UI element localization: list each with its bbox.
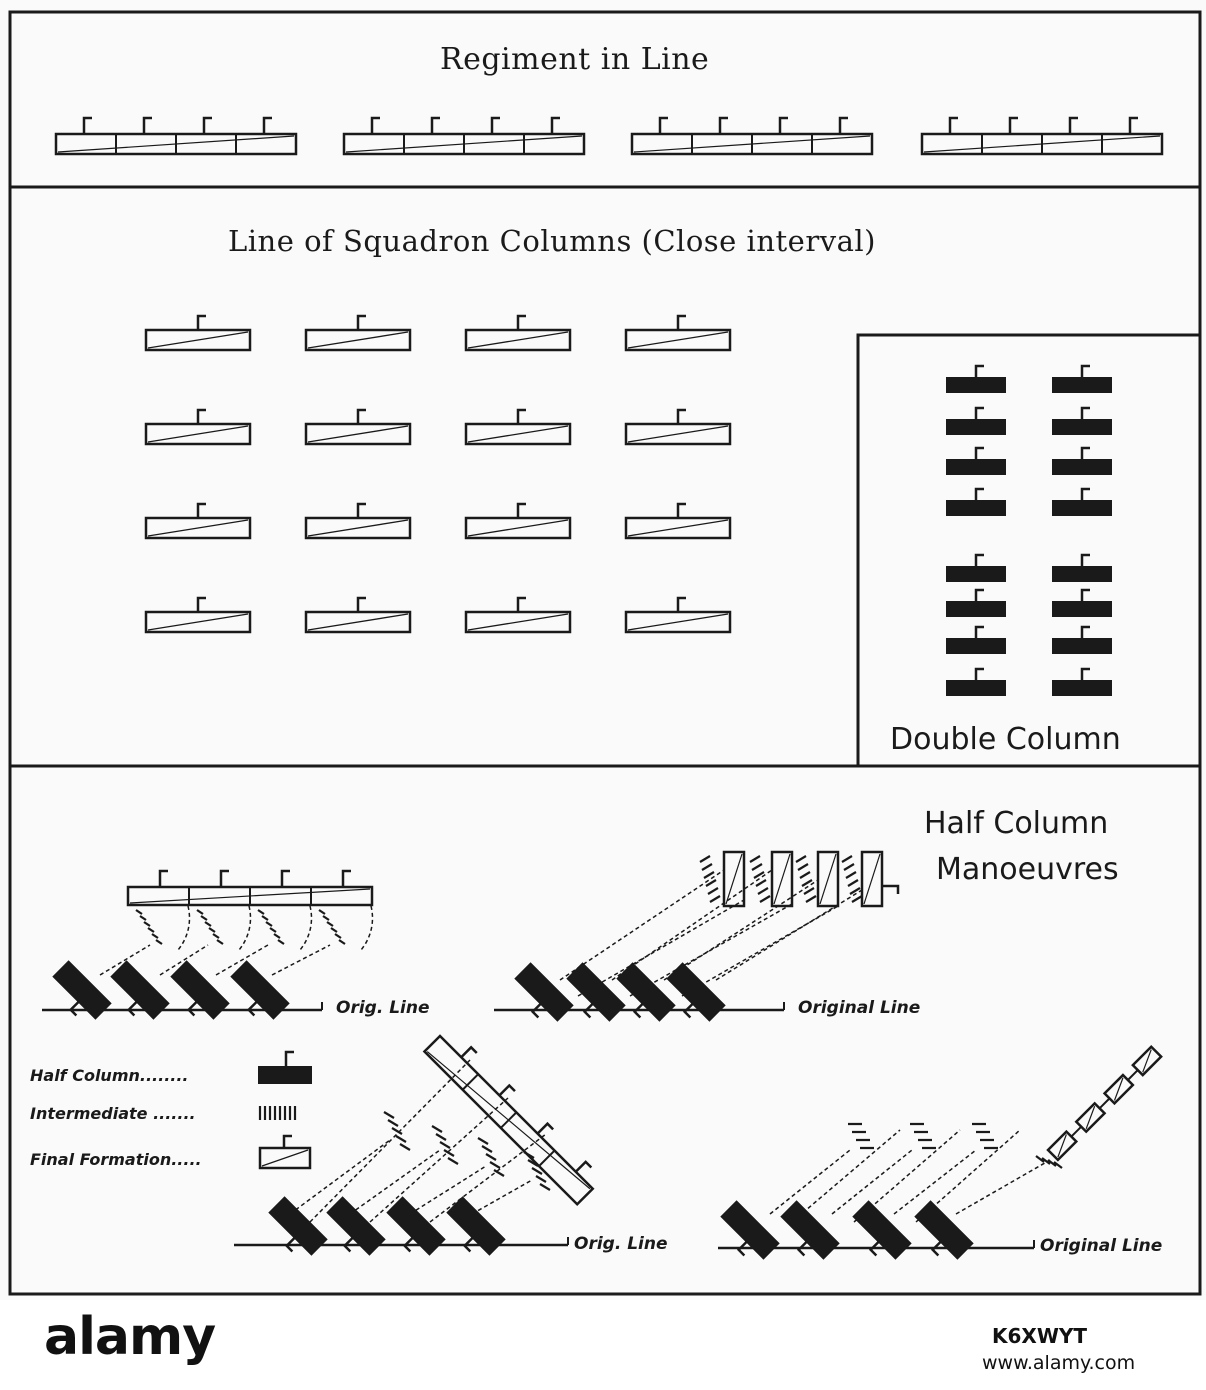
squadron-rect [464,408,572,446]
title-squadron-columns: Line of Squadron Columns (Close interval… [228,224,876,258]
squadron-rect [304,314,412,352]
manoeuvre-a [42,869,374,1029]
watermark-bar [0,1300,1206,1390]
squadron-rect [144,502,252,540]
panel-borders [8,10,1202,1296]
legend-intermediate-icon [258,1104,297,1122]
squadron-rect [144,314,252,352]
legend-final-formation-label: Final Formation..... [30,1150,202,1169]
squadron-rect [464,502,572,540]
squadron-rect [304,408,412,446]
regiment-in-line-formation [54,116,1164,156]
title-manoeuvres: Manoeuvres [936,852,1119,887]
squadron-rect [624,408,732,446]
squadron-rect [624,502,732,540]
squadron-rect [304,502,412,540]
double-column-formation [944,364,1114,698]
squadron-rect [144,596,252,634]
label-orig-line-b: Orig. Line [574,1234,668,1254]
cavalry-formations-diagram [8,10,1202,1296]
title-half-column: Half Column [924,806,1109,841]
image-code: K6XWYT [992,1324,1088,1348]
regiment-squadron-3 [630,116,874,156]
title-double-column: Double Column [890,722,1121,757]
legend [258,1050,312,1170]
squadron-rect [464,314,572,352]
regiment-squadron-2 [342,116,586,156]
legend-half-column-icon [258,1066,312,1084]
title-regiment-in-line: Regiment in Line [440,42,710,77]
label-original-line-b: Original Line [1040,1236,1163,1256]
squadron-rect [464,596,572,634]
label-orig-line-a: Orig. Line [336,998,430,1018]
regiment-squadron-1 [54,116,298,156]
legend-half-column-label: Half Column........ [30,1066,189,1085]
manoeuvre-b [494,850,900,1031]
squadron-rect [304,596,412,634]
manoeuvre-d [711,1044,1163,1269]
watermark-url: www.alamy.com [982,1352,1136,1374]
legend-intermediate-label: Intermediate ....... [30,1104,196,1123]
squadron-rect [144,408,252,446]
squadron-rect [624,596,732,634]
manoeuvre-c [234,1034,595,1265]
label-original-line-a: Original Line [798,998,921,1018]
squadron-rect [624,314,732,352]
alamy-logo: alamy [44,1307,216,1367]
squadron-columns-grid [144,314,732,634]
regiment-squadron-4 [920,116,1164,156]
